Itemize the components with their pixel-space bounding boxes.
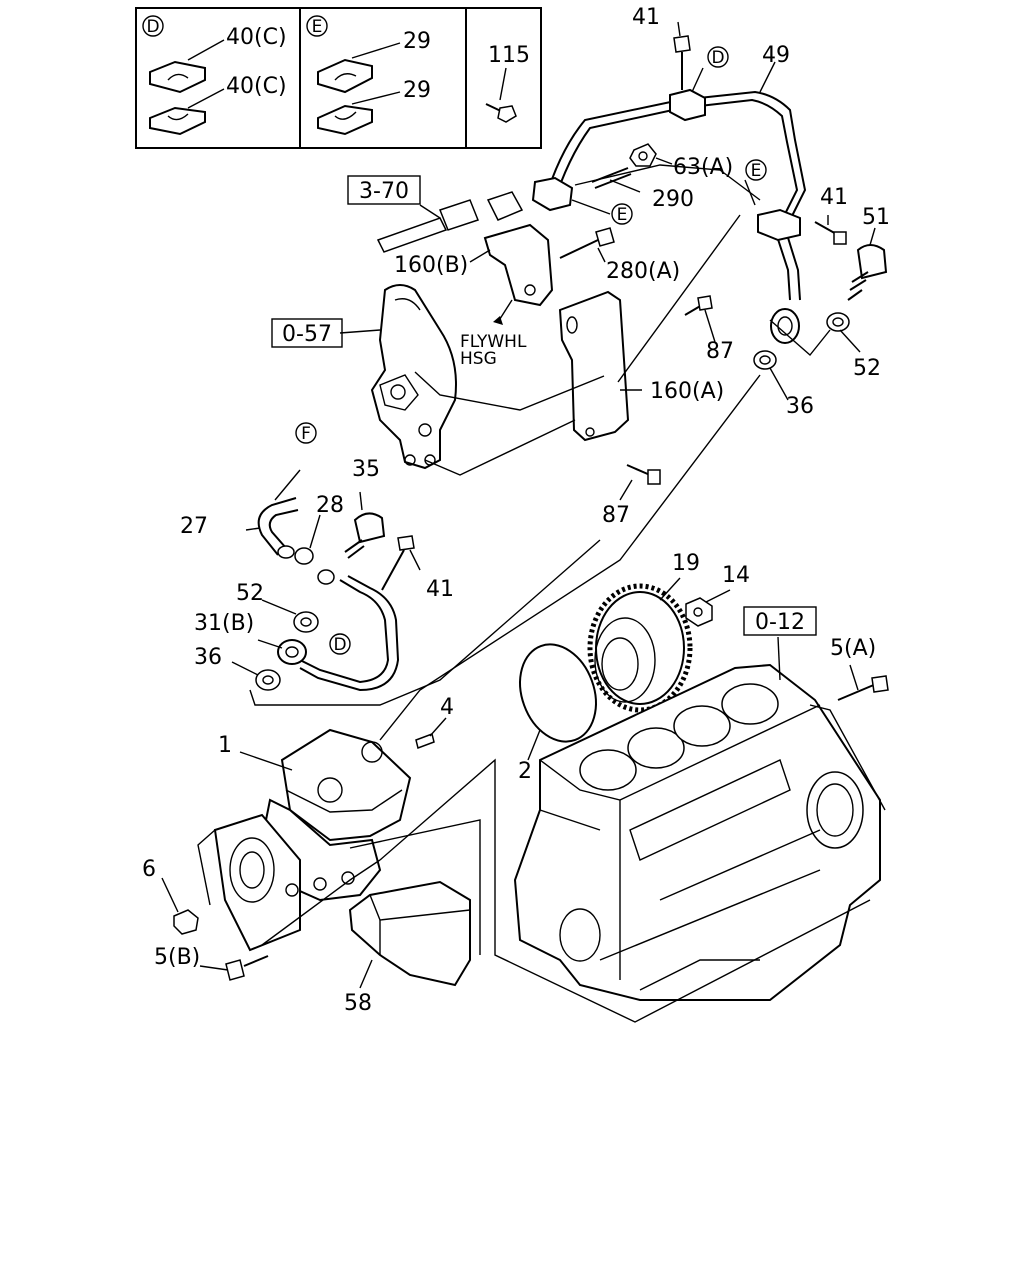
cylinder-block-icon <box>513 663 881 1001</box>
label-51: 51 <box>862 205 890 230</box>
ref-box-0-12[interactable]: 0-12 <box>743 606 817 636</box>
ref-box-0-57[interactable]: 0-57 <box>271 318 343 348</box>
nut-6-icon <box>173 909 199 935</box>
inset-d-top-label: 40(C) <box>226 25 287 50</box>
clamp-e-upper-icon <box>317 58 373 94</box>
label-87-upper: 87 <box>706 339 734 364</box>
oil-pipe-assembly <box>376 88 807 344</box>
inset-e-top-label: 29 <box>403 29 431 54</box>
label-58: 58 <box>344 991 372 1016</box>
pin-4-icon <box>415 733 435 749</box>
ref-box-3-70[interactable]: 3-70 <box>347 175 421 205</box>
ref-3-70-text: 3-70 <box>359 179 409 204</box>
bracket-160b-icon <box>483 223 554 325</box>
label-28: 28 <box>316 493 344 518</box>
label-160a: 160(A) <box>650 379 724 404</box>
hose-27-icon <box>257 497 299 559</box>
bolt-5b-icon <box>225 955 269 981</box>
label-63a: 63(A) <box>673 155 733 180</box>
bolt-280a-icon <box>559 227 615 259</box>
label-1: 1 <box>218 733 232 758</box>
label-280a: 280(A) <box>606 259 680 284</box>
inset-bolt-label: 115 <box>488 43 530 68</box>
gear-19-icon <box>587 583 693 713</box>
callout-f: F <box>295 422 317 444</box>
label-19: 19 <box>672 551 700 576</box>
clamp-upper-icon <box>149 60 206 94</box>
label-52-left: 52 <box>236 581 264 606</box>
callout-d-left: D <box>329 633 351 655</box>
label-4: 4 <box>440 695 454 720</box>
bolt-87-upper-icon <box>684 295 713 316</box>
label-41-mid: 41 <box>426 577 454 602</box>
small-bolt-icon <box>485 103 517 123</box>
label-2: 2 <box>518 759 532 784</box>
washer-36-left-icon <box>255 669 281 691</box>
svg-text:F: F <box>301 424 311 444</box>
label-14: 14 <box>722 563 750 588</box>
label-36-left: 36 <box>194 645 222 670</box>
callout-d-top: D <box>707 46 729 68</box>
inset-d-circle: D <box>146 17 159 37</box>
label-52-right: 52 <box>853 356 881 381</box>
label-41-top: 41 <box>632 5 660 30</box>
air-compressor-1-icon <box>213 728 412 952</box>
bolt-41-right-icon <box>814 221 847 245</box>
eye-bolt-35-icon <box>344 512 386 559</box>
svg-text:E: E <box>751 161 762 181</box>
leader-lines <box>161 61 886 1023</box>
washer-63a-icon <box>629 143 657 167</box>
inset-e-circle: E <box>312 17 323 37</box>
stud-290-icon <box>591 167 632 189</box>
ref-0-12-text: 0-12 <box>755 610 805 635</box>
label-31b: 31(B) <box>194 611 254 636</box>
ref-0-57-text: 0-57 <box>282 322 332 347</box>
pipe-31b-icon <box>277 569 400 692</box>
hose-clamp-28-icon <box>294 547 314 565</box>
callout-e-right: E <box>745 159 767 181</box>
svg-text:D: D <box>333 635 346 655</box>
label-87-lower: 87 <box>602 503 630 528</box>
label-36-right: 36 <box>786 394 814 419</box>
svg-text:E: E <box>617 205 628 225</box>
label-hsg: HSG <box>460 349 497 369</box>
clamp-lower-icon <box>149 106 206 136</box>
bolt-41-mid-icon <box>381 535 415 591</box>
label-41-right: 41 <box>820 185 848 210</box>
bolt-5a-icon <box>837 675 889 701</box>
label-5b: 5(B) <box>154 945 200 970</box>
label-290: 290 <box>652 187 694 212</box>
callout-labels: 41 49 63(A) 290 41 51 160(B) 280(A) FLYW… <box>142 5 890 1016</box>
callout-e-upper: E <box>611 203 633 225</box>
washer-52-left-icon <box>293 611 319 633</box>
clamp-e-lower-icon <box>317 104 373 136</box>
inset-e-bottom-label: 29 <box>403 78 431 103</box>
bracket-160a-icon <box>558 290 630 442</box>
label-6: 6 <box>142 857 156 882</box>
bolt-87-lower-icon <box>626 464 661 485</box>
inset-d-bottom-label: 40(C) <box>226 74 287 99</box>
o-ring-2-icon <box>519 643 597 743</box>
label-160b: 160(B) <box>394 253 468 278</box>
label-flywhl: FLYWHL <box>460 332 527 352</box>
cover-58-icon <box>348 880 471 987</box>
svg-text:D: D <box>711 48 724 68</box>
flywheel-housing-icon <box>370 284 457 470</box>
inset-panel: D 40(C) 40(C) E 29 29 115 <box>135 7 542 149</box>
bolt-41-top-icon <box>673 21 691 90</box>
washer-52-right-icon <box>826 312 850 332</box>
label-49: 49 <box>762 43 790 68</box>
label-5a: 5(A) <box>830 636 876 661</box>
washer-36-right-icon <box>753 350 777 370</box>
nut-14-icon <box>685 597 713 627</box>
label-27: 27 <box>180 514 208 539</box>
eye-bolt-51-icon <box>847 244 888 301</box>
label-35: 35 <box>352 457 380 482</box>
